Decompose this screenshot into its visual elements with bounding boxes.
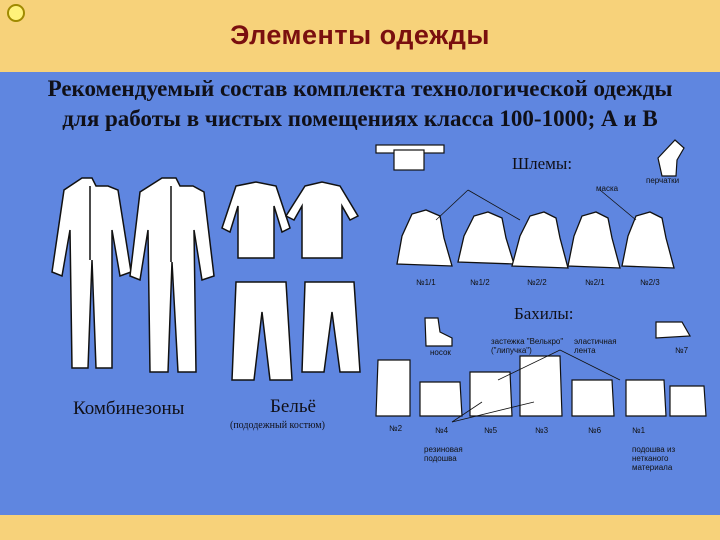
boot-7 <box>669 385 707 417</box>
helmet-2-3 <box>621 211 675 269</box>
boot-2 <box>375 359 411 417</box>
overall-suit-right <box>129 177 215 373</box>
helmet-code-5: №2/3 <box>640 278 660 287</box>
sock-item <box>424 317 453 347</box>
boot-code-5: №5 <box>484 426 498 435</box>
glove-item <box>657 139 685 177</box>
boot-6 <box>571 379 615 417</box>
boot-4 <box>419 381 463 417</box>
label-boots: Бахилы: <box>514 304 574 323</box>
helmet-1-2 <box>457 211 515 265</box>
helmet-code-4: №2/1 <box>585 278 605 287</box>
helmet-code-2: №1/2 <box>470 278 490 287</box>
main-title-line-1: Рекомендуемый состав комплекта технологи… <box>47 76 673 101</box>
header-bar: Элементы одежды <box>0 0 720 72</box>
note-mask: маска <box>596 184 619 193</box>
boot-5 <box>469 371 513 417</box>
note-fastener: застежка "Велькро" ("липучка") <box>491 337 564 355</box>
boot-code-7: №7 <box>675 346 689 355</box>
label-overalls: Комбинезоны <box>73 398 185 419</box>
helmet-code-3: №2/2 <box>527 278 547 287</box>
footer-bar <box>0 515 720 540</box>
helmet-2-1 <box>567 211 621 269</box>
undershirt-right <box>284 181 360 259</box>
boot-1 <box>625 379 667 417</box>
shoe-cover-small <box>655 321 692 339</box>
boot-code-6: №6 <box>588 426 602 435</box>
label-helmets: Шлемы: <box>512 154 573 173</box>
underpants-right <box>301 281 361 373</box>
boot-3 <box>519 355 563 417</box>
boot-code-2: №2 <box>389 424 403 433</box>
helmet-1-1 <box>396 209 453 267</box>
label-underwear-note: (пододежный костюм) <box>230 420 325 431</box>
label-underwear: Бельё <box>270 396 316 417</box>
boot-code-1: №1 <box>632 426 646 435</box>
note-rubber-sole: резиновая подошва <box>424 445 463 463</box>
note-sock: носок <box>430 348 451 357</box>
helmet-2-2 <box>511 211 569 269</box>
slide-title: Элементы одежды <box>230 20 490 50</box>
logo-oval-icon <box>7 4 25 22</box>
undershirt-left <box>221 181 291 259</box>
top-accessory-item <box>375 144 445 171</box>
boot-code-3: №3 <box>535 426 549 435</box>
main-title-line-2: для работы в чистых помещениях класса 10… <box>62 106 658 131</box>
note-gloves: перчатки <box>646 176 680 185</box>
boots-row <box>375 317 707 417</box>
helmet-row <box>396 209 675 269</box>
overall-suit-left <box>51 177 132 369</box>
note-nonwoven-sole: подошва из нетканого материала <box>632 445 676 472</box>
helmet-code-1: №1/1 <box>416 278 436 287</box>
note-elastic: эластичная лента <box>574 337 617 355</box>
underpants-left <box>231 281 293 381</box>
callout-lines <box>435 189 637 423</box>
boot-code-4: №4 <box>435 426 449 435</box>
